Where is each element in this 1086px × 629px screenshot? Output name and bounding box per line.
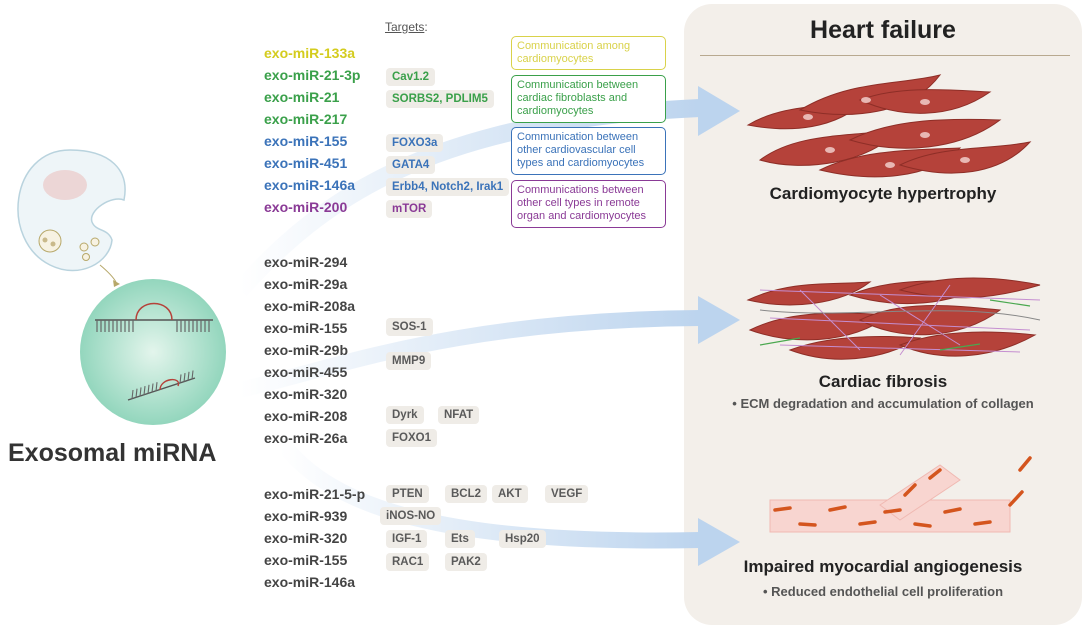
target-gata4: GATA4 xyxy=(386,156,436,174)
outcome-hypertrophy-title: Cardiomyocyte hypertrophy xyxy=(769,184,997,203)
target-ets: Ets xyxy=(445,530,475,548)
target-akt: AKT xyxy=(492,485,528,503)
target-inos-no: iNOS-NO xyxy=(380,507,442,525)
rna-base-tick xyxy=(135,388,138,398)
rna-base-tick xyxy=(179,374,182,384)
exosomal-mirna-label: Exosomal miRNA xyxy=(8,439,217,467)
target-nfat: NFAT xyxy=(438,406,480,424)
mirna-label: exo-miR-155 xyxy=(264,133,348,149)
rna-base-tick xyxy=(131,389,134,400)
rna-base-tick xyxy=(151,383,154,393)
communication-box-remote-organ: Communications between other cell types … xyxy=(511,180,666,228)
mirna-label: exo-miR-133a xyxy=(264,45,356,61)
secreting-cell-icon xyxy=(17,149,126,287)
mirna-label: exo-miR-200 xyxy=(264,199,348,215)
impaired-vessels-icon xyxy=(769,456,1032,533)
title-divider xyxy=(700,55,1070,56)
rna-base-tick xyxy=(191,370,194,380)
mirna-label: exo-miR-208 xyxy=(264,408,348,424)
mirna-label: exo-miR-146a xyxy=(264,574,356,590)
communication-box-cardiomyocytes: Communication among cardiomyocytes xyxy=(511,36,666,70)
mirna-label: exo-miR-21 xyxy=(264,89,340,105)
target-sorbs2-pdlim5: SORBS2, PDLIM5 xyxy=(386,90,494,108)
mirna-label: exo-miR-217 xyxy=(264,111,348,127)
mirna-label: exo-miR-26a xyxy=(264,430,348,446)
communication-box-cardiovascular: Communication between other cardiovascul… xyxy=(511,127,666,175)
mirna-label: exo-miR-320 xyxy=(264,530,348,546)
target-dyrk: Dyrk xyxy=(386,406,424,424)
heart-failure-title: Heart failure xyxy=(810,16,956,44)
rna-base-tick xyxy=(183,373,186,383)
mirna-label: exo-miR-155 xyxy=(264,320,348,336)
mirna-label: exo-miR-208a xyxy=(264,298,356,314)
mirna-label: exo-miR-451 xyxy=(264,155,348,171)
target-hsp20: Hsp20 xyxy=(499,530,546,548)
mirna-label: exo-miR-146a xyxy=(264,177,356,193)
target-cav1-2: Cav1.2 xyxy=(386,68,436,86)
outcome-fibrosis-title: Cardiac fibrosis xyxy=(818,372,948,391)
mirna-label: exo-miR-21-5-p xyxy=(264,486,366,502)
rna-base-tick xyxy=(155,382,158,392)
target-pak2: PAK2 xyxy=(445,553,487,571)
outcome-angiogenesis-title: Impaired myocardial angiogenesis xyxy=(743,557,1023,576)
mirna-label: exo-miR-320 xyxy=(264,386,348,402)
mirna-label: exo-miR-21-3p xyxy=(264,67,361,83)
communication-box-fibroblasts: Communication between cardiac fibroblast… xyxy=(511,75,666,123)
mirna-label: exo-miR-155 xyxy=(264,552,348,568)
target-mtor: mTOR xyxy=(386,200,433,218)
target-igf-1: IGF-1 xyxy=(386,530,428,548)
target-rac1: RAC1 xyxy=(386,553,430,571)
mirna-label: exo-miR-29a xyxy=(264,276,348,292)
arrow-to-fibrosis xyxy=(238,296,740,398)
mirna-label: exo-miR-294 xyxy=(264,254,348,270)
target-pten: PTEN xyxy=(386,485,429,503)
mirna-label: exo-miR-939 xyxy=(264,508,348,524)
target-foxo1: FOXO1 xyxy=(386,429,437,447)
rna-base-tick xyxy=(143,386,146,396)
target-erbb4-notch2-irak1: Erbb4, Notch2, Irak1 xyxy=(386,178,510,196)
targets-header: Targets: xyxy=(385,20,428,34)
target-vegf: VEGF xyxy=(545,485,589,503)
target-bcl2: BCL2 xyxy=(445,485,488,503)
rna-base-tick xyxy=(139,387,142,397)
target-mmp9: MMP9 xyxy=(386,352,432,370)
target-foxo3a: FOXO3a xyxy=(386,134,444,152)
target-sos-1: SOS-1 xyxy=(386,318,433,336)
outcome-angiogenesis-subtitle: • Reduced endothelial cell proliferation xyxy=(762,584,1004,599)
fibrotic-tissue-icon xyxy=(746,277,1041,360)
hypertrophic-cardiomyocytes-icon xyxy=(746,74,1032,178)
mirna-label: exo-miR-29b xyxy=(264,342,349,358)
rna-base-tick xyxy=(147,384,150,394)
rna-base-tick xyxy=(187,371,190,381)
outcome-fibrosis-subtitle: • ECM degradation and accumulation of co… xyxy=(732,396,1034,411)
exosome-icon xyxy=(80,279,226,425)
mirna-label: exo-miR-455 xyxy=(264,364,348,380)
